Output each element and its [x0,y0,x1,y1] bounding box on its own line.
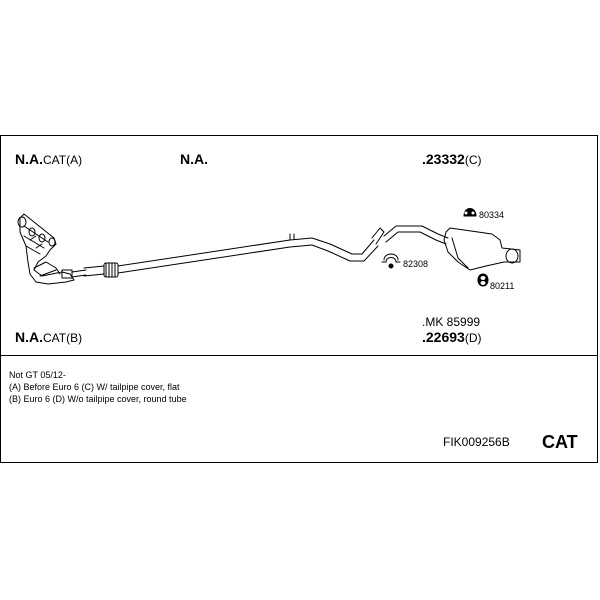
manifold-catalyst-icon [17,213,87,285]
notes-divider [1,355,597,356]
center-pipe-icon [83,227,385,278]
label-mounting-kit: .MK 85999 [422,315,481,329]
part-number-82308: 82308 [403,259,429,269]
label-rear-silencer-c: .23332(C) [422,151,482,167]
part-number-80334: 80334 [479,210,505,220]
label-cat-b: N.A.CAT(B) [15,329,83,345]
note-line: (B) Euro 6 (D) W/o tailpipe cover, round… [9,394,187,404]
rubber-ring-80211-icon [477,273,489,287]
cat-badge: CAT [542,432,578,452]
label-center-pipe: N.A. [180,151,208,167]
part-number-80211: 80211 [490,281,515,291]
kit-code: FIK009256B [443,435,510,449]
label-cat-a: N.A.CAT(A) [15,151,83,167]
note-line: Not GT 05/12- [9,370,66,380]
label-rear-silencer-d: .22693(D) [422,329,482,345]
diagram-frame [0,135,598,463]
clamp-82308-icon [381,253,401,269]
application-notes: Not GT 05/12- (A) Before Euro 6 (C) W/ t… [9,369,187,405]
rubber-mount-80334-icon [463,208,477,217]
note-line: (A) Before Euro 6 (C) W/ tailpipe cover,… [9,382,180,392]
rear-silencer-icon [383,225,521,271]
